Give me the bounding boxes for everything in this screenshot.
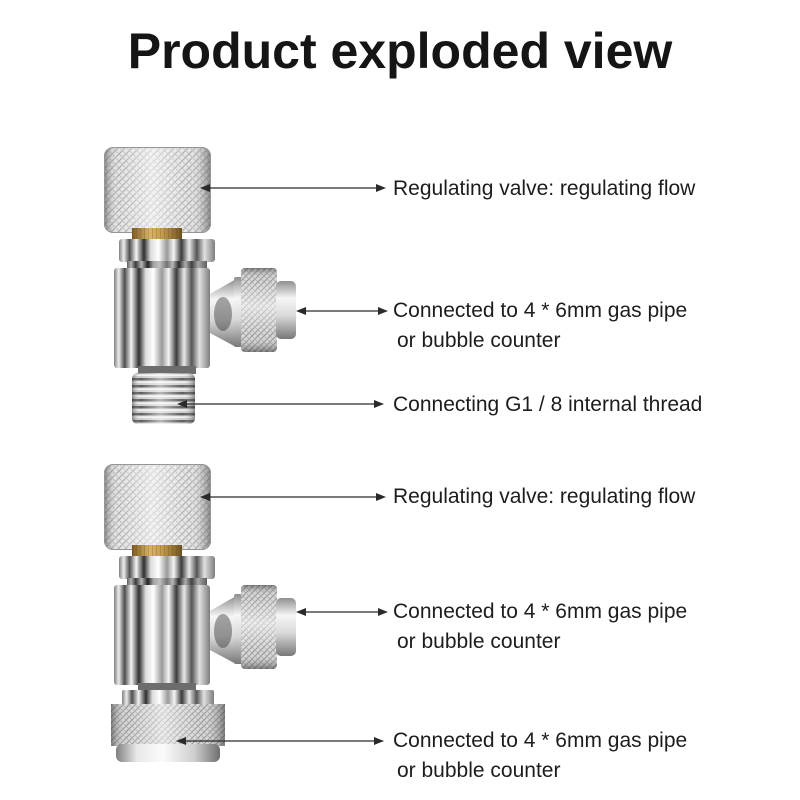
callout-bottom-gas-pipe-bottom: Connected to 4 * 6mm gas pipe or bubble … <box>393 726 687 786</box>
callout-top-thread: Connecting G1 / 8 internal thread <box>393 390 702 420</box>
leader-arrow <box>200 184 386 192</box>
callout-text: Connecting G1 / 8 internal thread <box>393 393 703 416</box>
leader-arrow <box>176 737 384 745</box>
leader-arrow <box>296 307 388 315</box>
callout-text: Connected to 4 * 6mm gas pipe <box>393 299 688 322</box>
callout-text: Connected to 4 * 6mm gas pipe <box>393 600 688 623</box>
callout-text: or bubble counter <box>397 630 561 653</box>
callout-bottom-regulating-valve: Regulating valve: regulating flow <box>393 482 695 512</box>
callout-text: Connected to 4 * 6mm gas pipe <box>393 729 688 752</box>
callout-text: or bubble counter <box>397 329 561 352</box>
callout-text: Regulating valve: regulating flow <box>393 485 696 508</box>
valve-photo-top <box>103 146 297 424</box>
callout-bottom-gas-pipe-side: Connected to 4 * 6mm gas pipe or bubble … <box>393 597 687 657</box>
callout-top-regulating-valve: Regulating valve: regulating flow <box>393 174 695 204</box>
valve-photo-bottom <box>103 463 297 762</box>
leader-arrows <box>176 184 388 745</box>
page-title: Product exploded view <box>127 23 673 79</box>
callout-text: or bubble counter <box>397 759 561 782</box>
g18-thread-stem <box>132 366 196 424</box>
hose-connection-nut <box>111 683 225 762</box>
leader-arrow <box>200 493 386 501</box>
leader-arrow <box>177 400 384 408</box>
leader-arrow <box>296 608 388 616</box>
callout-text: Regulating valve: regulating flow <box>393 177 696 200</box>
callout-top-gas-pipe: Connected to 4 * 6mm gas pipe or bubble … <box>393 296 687 356</box>
